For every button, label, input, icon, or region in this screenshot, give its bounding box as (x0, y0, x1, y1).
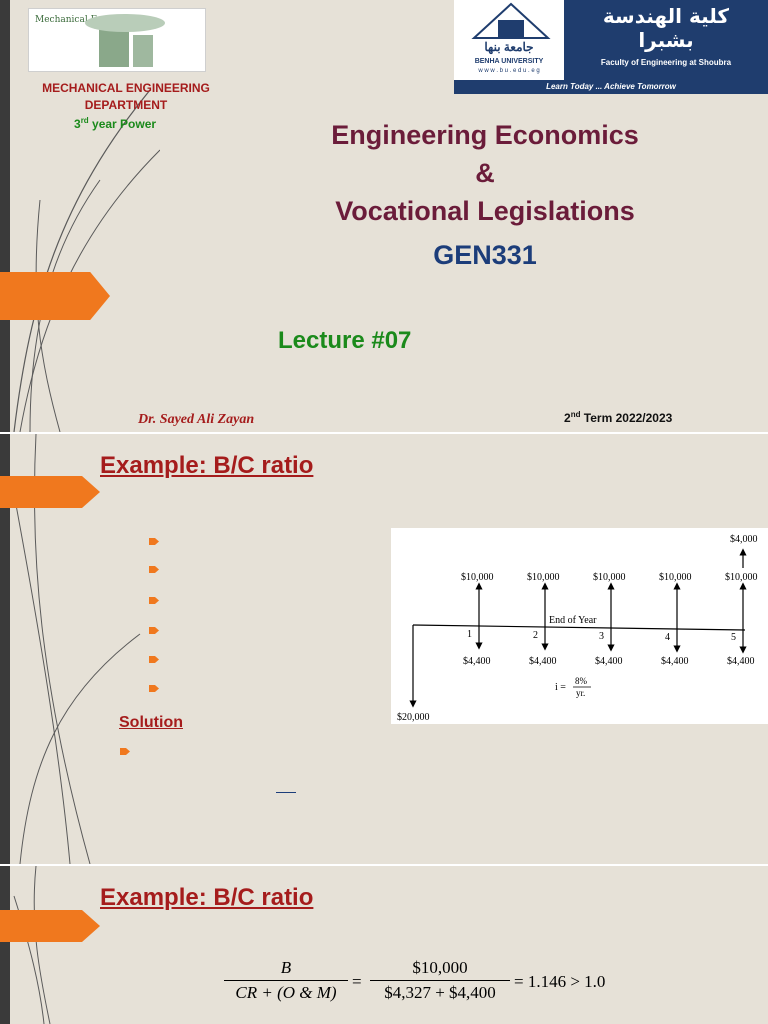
formula-result: = 1.146 > 1.0 (514, 972, 606, 991)
bullet-icon (149, 566, 159, 573)
bullet-icon (120, 748, 130, 755)
cost-label: $4,400 (595, 656, 623, 667)
slide-title: Example: B/C ratio (100, 452, 314, 479)
benefit-label: $10,000 (725, 572, 758, 583)
year-label: 3 (599, 631, 604, 642)
university-name-english: BENHA UNIVERSITY (474, 58, 544, 65)
orange-arrow-tab (0, 476, 100, 508)
salvage-label: $4,000 (730, 534, 758, 545)
cash-flow-diagram: $20,000 End of Year $10,000 $4,400 1 $10… (391, 528, 768, 724)
bullet-icon (149, 656, 159, 663)
university-url: w w w . b u . e d u . e g (478, 68, 540, 74)
faculty-logo: جامعة بنها BENHA UNIVERSITY w w w . b u … (454, 0, 768, 94)
bullet-icon (149, 538, 159, 545)
benefit-label: $10,000 (461, 572, 494, 583)
slide-left-bar (0, 434, 10, 864)
term-label: 2nd Term 2022/2023 (564, 410, 673, 425)
axis-label: End of Year (549, 615, 597, 626)
faculty-name-arabic: كلية الهندسة بشبرا (602, 4, 730, 52)
orange-arrow-tab (0, 910, 100, 942)
course-title: Engineering Economics & Vocational Legis… (331, 120, 639, 226)
bc-ratio-formula: B CR + (O & M) = $10,000 $4,327 + $4,400… (224, 958, 644, 1018)
formula-equals: = (352, 972, 362, 991)
formula-rhs: $10,000 $4,327 + $4,400 (370, 958, 510, 1003)
year-label: 1 (467, 629, 472, 640)
bullet-icon (149, 685, 159, 692)
university-emblem-icon (471, 2, 551, 39)
benefit-label: $10,000 (659, 572, 692, 583)
bullet-icon (149, 597, 159, 604)
bullet-icon (149, 627, 159, 634)
slide-title: Example: B/C ratio (100, 884, 314, 911)
slogan: Learn Today ... Achieve Tomorrow (454, 80, 768, 94)
year-label: 4 (665, 632, 670, 643)
interest-rate-value: 8% (575, 676, 588, 686)
orange-arrow-tab (0, 272, 110, 320)
underline-mark (276, 792, 296, 793)
formula-lhs: B CR + (O & M) (224, 958, 348, 1003)
example-slide: Example: B/C ratio Solution $20,000 End … (0, 434, 768, 864)
title-slide: Mechanical Engineering جامعة بنها BENHA … (0, 0, 768, 432)
interest-rate-label: i = (555, 682, 566, 693)
interest-rate-period: yr. (576, 688, 585, 698)
benefit-label: $10,000 (527, 572, 560, 583)
solution-label: Solution (119, 714, 183, 731)
cost-label: $4,400 (661, 656, 689, 667)
slide-left-bar (0, 866, 10, 1024)
example-slide-continued: Example: B/C ratio B CR + (O & M) = $10,… (0, 866, 768, 1024)
mechanical-engineering-logo: Mechanical Engineering (28, 8, 206, 72)
course-code: GEN331 (433, 240, 537, 270)
cost-label: $4,400 (529, 656, 557, 667)
faculty-banner: كلية الهندسة بشبرا Faculty of Engineerin… (564, 0, 768, 80)
cost-label: $4,400 (727, 656, 755, 667)
year-label: 2 (533, 630, 538, 641)
lecture-number: Lecture #07 (278, 327, 412, 354)
cost-label: $4,400 (463, 656, 491, 667)
year-label: 3rd year Power (74, 116, 157, 131)
year-label: 5 (731, 632, 736, 643)
department-name: MECHANICAL ENGINEERING DEPARTMENT (42, 81, 210, 112)
instructor-name: Dr. Sayed Ali Zayan (138, 412, 255, 427)
benefit-label: $10,000 (593, 572, 626, 583)
university-name-arabic: جامعة بنها (484, 40, 534, 54)
faculty-name-english: Faculty of Engineering at Shoubra (600, 58, 732, 67)
initial-cost-label: $20,000 (397, 712, 430, 723)
slide-left-bar (0, 0, 10, 432)
